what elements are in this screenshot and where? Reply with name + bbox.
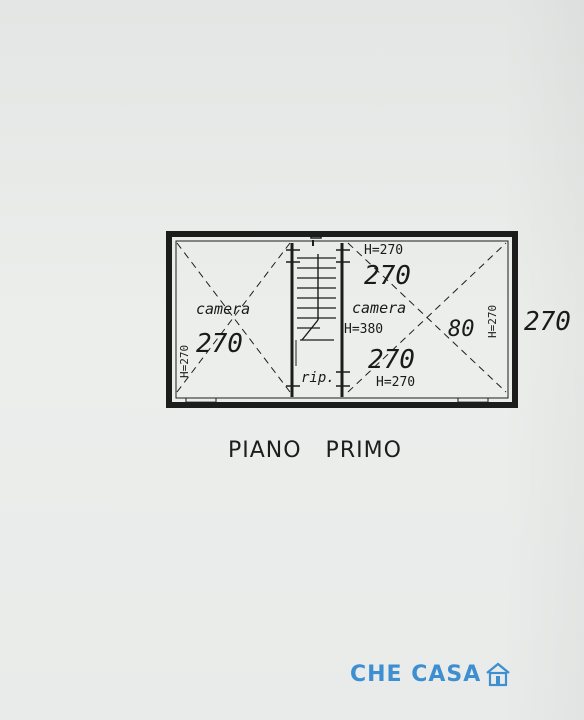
handwritten-bottom-right-mark: 270 xyxy=(368,345,415,375)
height-right-wall: H=270 xyxy=(486,305,499,338)
height-bottom-right: H=270 xyxy=(376,375,415,390)
inner-wall-line xyxy=(175,240,509,399)
left-room-label: camera xyxy=(196,300,250,318)
brand-name: CHE CASA xyxy=(350,661,482,687)
staircase xyxy=(295,254,336,366)
height-left-wall: H=270 xyxy=(178,345,191,378)
floor-title: PIANO PRIMO xyxy=(228,438,402,463)
handwritten-outside-right-mark: 270 xyxy=(524,307,571,337)
handwritten-top-right-mark: 270 xyxy=(364,261,411,291)
house-icon xyxy=(486,662,511,687)
window-right xyxy=(457,397,489,408)
door-marks xyxy=(286,249,350,387)
right-room-diagonal xyxy=(347,242,507,393)
right-room-label: camera xyxy=(352,299,406,317)
landing-label: rip. xyxy=(301,370,335,386)
handwritten-left-mark: 270 xyxy=(196,329,243,359)
brand-watermark: CHE CASA xyxy=(350,661,511,687)
outer-wall xyxy=(166,231,518,408)
stair-top-post xyxy=(310,231,322,239)
window-left xyxy=(185,397,217,408)
height-center: H=380 xyxy=(344,322,383,337)
height-top-right: H=270 xyxy=(364,243,403,258)
handwritten-circle-mark: 80 xyxy=(448,317,475,342)
